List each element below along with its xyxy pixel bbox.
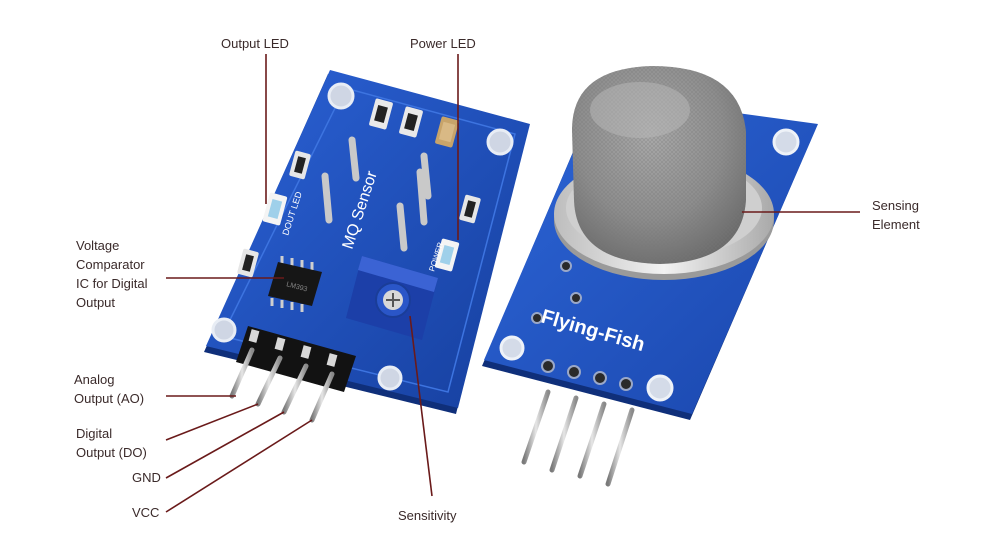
comparator-ic: LM393: [268, 256, 322, 312]
leader-sensitivity: [409, 315, 433, 497]
sensitivity-potentiometer: [346, 256, 438, 340]
right-header-pins: [521, 389, 635, 487]
leader-vcc: [165, 419, 313, 513]
smd-resistors-top: [369, 98, 459, 148]
sensor-pins: [321, 136, 432, 252]
label-sensitivity: Sensitivity: [398, 508, 457, 523]
label-analog-output: Analog Output (AO): [74, 372, 145, 406]
left-sensor-board: MQ Sensor DOUT LED POWER LM393: [204, 70, 530, 423]
leader-digital: [165, 403, 259, 441]
leader-gnd: [165, 411, 285, 479]
label-digital-output: Digital Output (DO): [76, 426, 147, 460]
label-sensing-element: Sensing Element: [872, 198, 920, 232]
label-output-led: Output LED: [221, 36, 289, 51]
label-vcc: VCC: [132, 505, 160, 520]
leader-lines: [165, 54, 860, 513]
output-led: [262, 192, 288, 226]
power-led: [434, 238, 460, 272]
label-power-led: Power LED: [410, 36, 476, 51]
label-voltage-comparator: Voltage Comparator IC for Digital Output: [76, 238, 148, 310]
header-pins: [229, 326, 356, 423]
right-sensor-board: Flying-Fish: [482, 66, 818, 487]
gas-sensing-element: [554, 66, 774, 280]
label-gnd: GND: [132, 470, 161, 485]
